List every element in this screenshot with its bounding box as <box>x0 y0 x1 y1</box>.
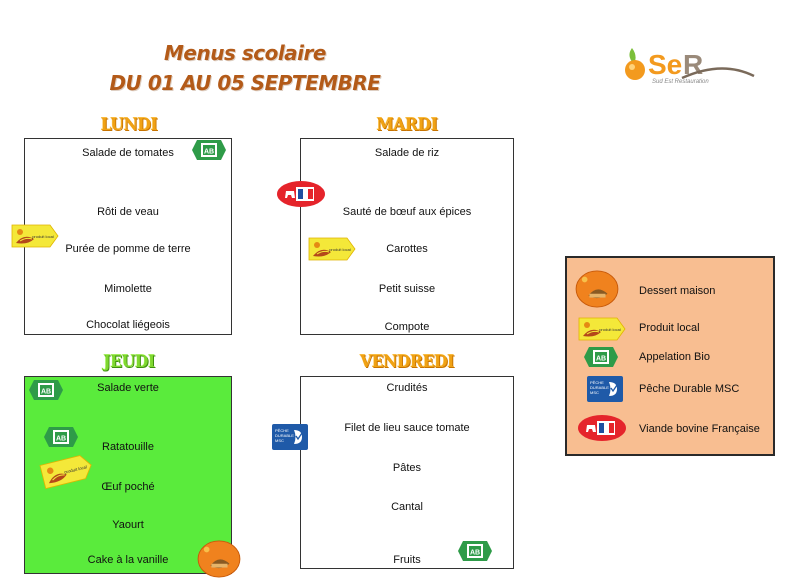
produit-local-icon <box>577 316 627 342</box>
legend-label-dessert-maison: Dessert maison <box>639 285 716 297</box>
menu-item: Cake à la vanille <box>87 554 169 566</box>
menu-item: Filet de lieu sauce tomate <box>344 422 470 434</box>
ser-logo: Se R Sud Est Restauration <box>625 48 755 85</box>
menu-item: Salade de riz <box>374 147 440 159</box>
produit-local-icon <box>307 236 357 262</box>
produit-local-icon <box>10 218 60 254</box>
dessert-maison-icon <box>575 270 619 308</box>
menu-item: Salade de tomates <box>82 147 174 159</box>
dessert-maison-icon <box>196 540 242 578</box>
menu-box-lundi: Salade de tomates Rôti de veau Purée de … <box>24 138 232 335</box>
legend-label-produit-local: Produit local <box>639 322 700 334</box>
menu-item: Cantal <box>391 501 423 513</box>
menu-item: Petit suisse <box>378 283 436 295</box>
menu-item: Rôti de veau <box>97 206 159 218</box>
bio-icon <box>457 540 493 562</box>
menu-item: Purée de pomme de terre <box>65 243 191 255</box>
menu-item: Ratatouille <box>102 441 154 453</box>
viande-bovine-icon <box>577 414 627 442</box>
menu-item: Yaourt <box>112 519 144 531</box>
viande-bovine-icon <box>276 180 326 208</box>
legend-label-msc: Pêche Durable MSC <box>639 383 740 395</box>
page-title: Menus scolaire <box>164 41 326 65</box>
day-title-lundi: LUNDI <box>100 115 158 135</box>
menu-item: Œuf poché <box>101 481 155 493</box>
menu-item: Carottes <box>386 243 428 255</box>
menu-item: Crudités <box>386 382 428 394</box>
menu-box-vendredi: Crudités Filet de lieu sauce tomate Pâte… <box>300 376 514 569</box>
menu-item: Chocolat liégeois <box>86 319 170 331</box>
msc-icon <box>587 376 623 402</box>
menu-item: Salade verte <box>97 382 159 394</box>
day-title-vendredi: VENDREDI <box>359 352 455 372</box>
bio-icon <box>191 139 227 161</box>
svg-text:Se: Se <box>648 49 682 80</box>
day-title-mardi: MARDI <box>376 115 438 135</box>
svg-text:Sud Est Restauration: Sud Est Restauration <box>652 79 709 85</box>
day-title-jeudi: JEUDI <box>103 352 155 372</box>
menu-item: Fruits <box>393 554 421 566</box>
legend-panel: Dessert maison Produit local Appelation … <box>565 256 775 456</box>
menu-item: Pâtes <box>392 462 422 474</box>
msc-icon <box>272 424 308 450</box>
bio-icon <box>583 346 619 368</box>
legend-label-viande-bovine: Viande bovine Française <box>639 423 760 435</box>
bio-icon <box>43 426 79 448</box>
menu-item: Compote <box>384 321 430 333</box>
bio-icon <box>28 379 64 401</box>
legend-label-bio: Appelation Bio <box>639 351 710 363</box>
date-range-title: DU 01 AU 05 SEPTEMBRE <box>109 71 381 95</box>
menu-item: Mimolette <box>104 283 152 295</box>
menu-box-mardi: Salade de riz Sauté de bœuf aux épices C… <box>300 138 514 335</box>
menu-item: Sauté de bœuf aux épices <box>342 206 472 218</box>
